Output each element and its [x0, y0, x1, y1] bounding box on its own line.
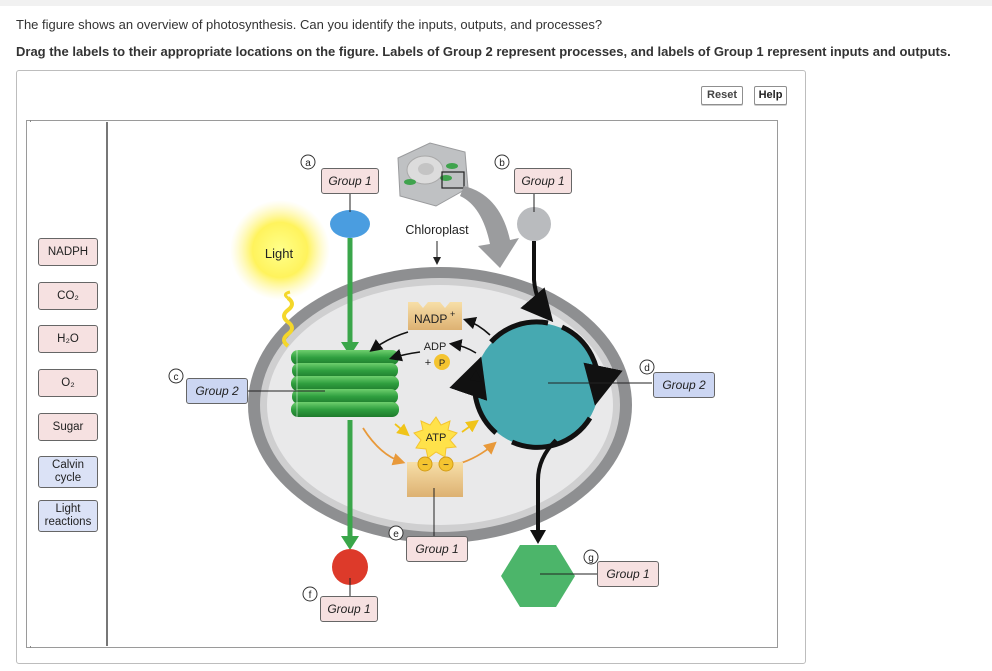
reset-button[interactable]: Reset: [701, 86, 743, 105]
question-text: The figure shows an overview of photosyn…: [16, 17, 603, 32]
marker-g: g: [588, 553, 594, 564]
help-button[interactable]: Help: [754, 86, 787, 105]
minus-sign-1: −: [422, 460, 428, 471]
label-light-reactions[interactable]: Light reactions: [38, 500, 98, 532]
atp-text: ATP: [426, 432, 447, 444]
atp-burst: [413, 416, 458, 459]
drop-target-f[interactable]: Group 1: [320, 596, 378, 622]
leaf-cell-thumbnail: [397, 142, 469, 207]
label-co2[interactable]: CO₂: [38, 282, 98, 310]
phosphate-p: P: [439, 358, 445, 369]
marker-d: d: [644, 363, 650, 374]
marker-a: a: [305, 158, 311, 169]
marker-b: b: [499, 158, 505, 169]
label-o2[interactable]: O₂: [38, 369, 98, 397]
sugar-flow-arrow: [536, 438, 558, 533]
nadp-box: [408, 302, 462, 330]
co2-input-shape: [517, 207, 551, 241]
label-calvin-cycle[interactable]: Calvin cycle: [38, 456, 98, 488]
label-nadph[interactable]: NADPH: [38, 238, 98, 266]
thylakoid-stack: [291, 350, 399, 417]
zoom-arrow: [460, 186, 519, 268]
top-border: [0, 0, 992, 6]
adp-text: ADP: [424, 341, 447, 353]
phosphate-box: [407, 462, 463, 497]
instructions-text: Drag the labels to their appropriate loc…: [16, 44, 951, 59]
nadp-text: NADP: [414, 312, 447, 326]
water-input-shape: [330, 210, 370, 238]
calvin-cycle-disk: [475, 323, 599, 447]
sugar-output-shape: [501, 545, 575, 607]
label-sugar[interactable]: Sugar: [38, 413, 98, 441]
minus-sign-2: −: [443, 460, 449, 471]
drop-target-a[interactable]: Group 1: [321, 168, 379, 194]
light-glow: [230, 200, 330, 300]
marker-circles: [168, 154, 655, 602]
light-ray: [282, 296, 294, 348]
marker-e: e: [393, 529, 399, 540]
drop-target-d[interactable]: Group 2: [653, 372, 715, 398]
oxygen-output-shape: [332, 549, 368, 585]
chloroplast-label: Chloroplast: [405, 223, 469, 237]
drop-target-b[interactable]: Group 1: [514, 168, 572, 194]
co2-flow-arrow: [520, 241, 554, 323]
plus-sign: +: [425, 357, 431, 369]
drop-target-g[interactable]: Group 1: [597, 561, 659, 587]
nadp-superscript: +: [450, 309, 455, 319]
label-h2o[interactable]: H₂O: [38, 325, 98, 353]
drop-target-c[interactable]: Group 2: [186, 378, 248, 404]
marker-c: c: [174, 372, 179, 383]
drop-target-e[interactable]: Group 1: [406, 536, 468, 562]
marker-f: f: [309, 590, 312, 601]
light-label: Light: [265, 246, 294, 261]
